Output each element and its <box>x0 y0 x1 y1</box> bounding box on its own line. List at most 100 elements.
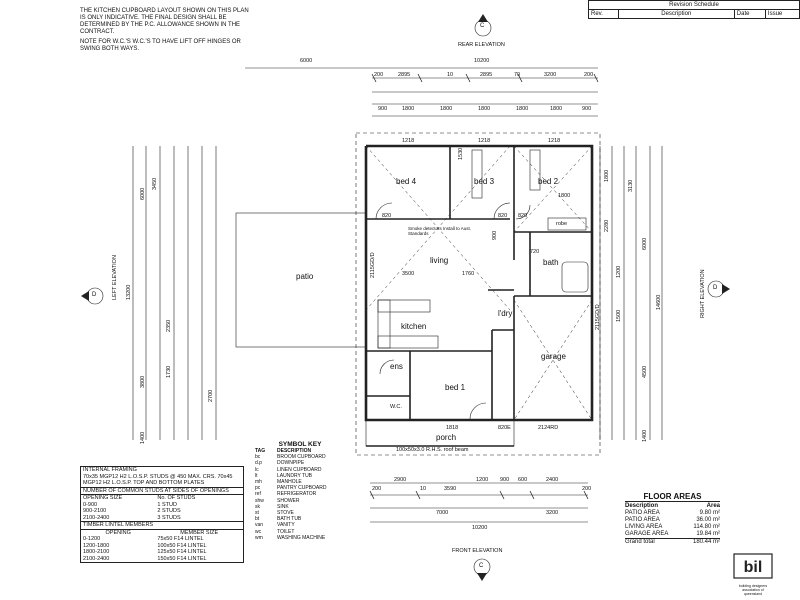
dim-top-left: 6000 <box>300 58 313 64</box>
symbol-key-row: van VANITY <box>255 522 365 528</box>
dim-bot-5: 900 <box>500 477 510 483</box>
svg-text:bil: bil <box>744 559 763 576</box>
symbol-tag: sk <box>255 503 260 510</box>
front-elevation-label: FRONT ELEVATION <box>452 548 503 554</box>
lintel-row-cell: 125x50 F14 LINTEL <box>157 549 207 555</box>
floor-area-cell: 36.00 m² <box>696 517 720 523</box>
room-wc: W.C. <box>390 404 402 410</box>
symbol-tag: d.p <box>255 460 262 467</box>
kitchen-note: THE KITCHEN CUPBOARD LAYOUT SHOWN ON THI… <box>80 8 250 56</box>
dim-top-2: 10 <box>447 72 454 78</box>
symbol-key-header: TAG DESCRIPTION <box>255 448 365 454</box>
bdaq-logo-mark: bil <box>733 553 773 579</box>
left-elevation-label: LEFT ELEVATION <box>112 255 118 300</box>
studs-h0: OPENING SIZE <box>83 495 123 501</box>
dim-right-row-2: 1200 <box>616 265 622 278</box>
symbol-tag: pc <box>255 485 261 492</box>
roof-beam-note: 100x50x3.0 R.H.S. roof beam <box>396 447 469 453</box>
dim-right-total: 14600 <box>656 294 662 310</box>
symbol-description: STOVE <box>277 510 294 517</box>
dim-right-row-3: 1500 <box>616 309 622 322</box>
symbol-key-row: d.p DOWNPIPE <box>255 460 365 466</box>
lintel-h0: OPENING <box>105 529 131 536</box>
dim-left-sub-1: 3800 <box>140 375 146 388</box>
symbol-description: PANTRY CUPBOARD <box>277 485 327 492</box>
dim-bot-3: 3590 <box>444 486 457 492</box>
symbol-key-row: shw SHOWER <box>255 498 365 504</box>
symbol-key-desc-header: DESCRIPTION <box>277 448 312 454</box>
dim-bot-0: 200 <box>372 486 382 492</box>
revision-schedule: Revision Schedule Rev. Description Date … <box>588 0 800 19</box>
dim-top-4: 70 <box>514 72 521 78</box>
dim-bot-sub-1: 3200 <box>546 510 559 516</box>
room-bed3: bed 3 <box>474 177 495 186</box>
studs-h1: No. OF STUDS <box>157 495 196 501</box>
dim-inner-top-1: 1218 <box>478 138 491 144</box>
lintel-row-cell: 1200-1800 <box>83 542 110 549</box>
symbol-tag: van <box>255 522 264 529</box>
dim-right-sub-2: 1400 <box>642 429 648 442</box>
dim-left-total: 13200 <box>126 284 132 300</box>
dim-820a: 820 <box>382 213 392 219</box>
dim-top3-5: 1800 <box>550 106 563 112</box>
room-garage: garage <box>541 352 566 361</box>
symbol-tag: mh <box>255 479 262 486</box>
dim-2124rd: 2124RD <box>538 425 559 431</box>
symbol-description: DOWNPIPE <box>277 460 305 467</box>
dim-top-5: 3200 <box>544 72 557 78</box>
dim-top-total: 10200 <box>474 58 490 64</box>
dim-top3-2: 1800 <box>440 106 453 112</box>
dim-2115b: 2115GD/D <box>595 304 601 330</box>
floor-area-cell: LIVING AREA <box>625 524 663 530</box>
dim-bot-8: 200 <box>582 486 592 492</box>
symbol-key-title: SYMBOL KEY <box>278 441 322 448</box>
stud-row-cell: 2100-2400 <box>83 514 110 521</box>
dim-inner-top-2: 1218 <box>548 138 561 144</box>
fa-total-label: Grand total <box>625 539 655 545</box>
dim-720: 720 <box>530 249 540 255</box>
dim-2115: 2115GD/D <box>370 252 376 278</box>
floor-area-cell: 114.80 m² <box>693 524 720 530</box>
lintel-row-cell: 75x50 F14 LINTEL <box>157 536 204 542</box>
lintel-row-cell: 150x50 F14 LINTEL <box>157 555 207 562</box>
bdaq-logo: bil building designers association of qu… <box>733 553 773 596</box>
studs-title: NUMBER OF COMMON STUDS AT SIDES OF OPENI… <box>81 486 243 495</box>
symbol-description: BATH TUB <box>277 516 302 523</box>
room-porch: porch <box>436 433 457 442</box>
dim-top3-3: 1800 <box>478 106 491 112</box>
floor-area-cell: 9.80 m² <box>699 510 720 516</box>
room-bath: bath <box>543 258 559 267</box>
symbol-description: VANITY <box>277 522 295 529</box>
symbol-description: SHOWER <box>277 497 300 504</box>
framing-tables: INTERNAL FRAMING 70x35 MGP12 H2 L.O.S.P.… <box>80 466 244 563</box>
symbol-tag: shw <box>255 497 264 504</box>
dim-top3-6: 900 <box>582 106 592 112</box>
stud-row-cell: 900-2100 <box>83 508 107 514</box>
symbol-tag: wm <box>255 534 263 541</box>
room-living: living <box>430 256 449 265</box>
dim-right-row-0: 1800 <box>604 169 610 182</box>
dim-bot-6: 600 <box>518 477 528 483</box>
symbol-description: LAUNDRY TUB <box>277 472 313 479</box>
date-col: Date <box>733 9 766 19</box>
symbol-tag: bt <box>255 516 260 523</box>
dim-left-row-2: 1730 <box>166 365 172 378</box>
dim-top-3: 2895 <box>480 72 493 78</box>
lintel-row-cell: 1800-2100 <box>83 549 110 555</box>
